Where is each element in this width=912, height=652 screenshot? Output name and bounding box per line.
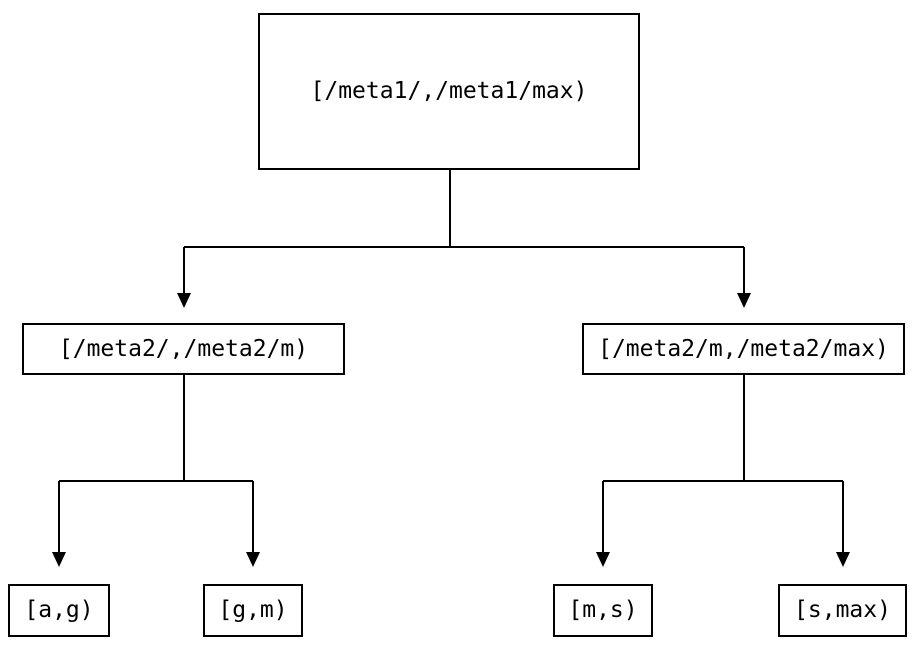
tree-node-label: [g,m): [218, 597, 288, 623]
tree-node-label: [a,g): [24, 597, 94, 623]
arrow-down-icon: [596, 552, 610, 567]
tree-node-leaf-smax: [s,max): [778, 584, 907, 637]
arrow-down-icon: [737, 293, 751, 308]
tree-node-label: [s,max): [794, 597, 891, 623]
tree-node-label: [/meta1/,/meta1/max): [310, 78, 588, 104]
arrow-down-icon: [246, 552, 260, 567]
arrow-down-icon: [836, 552, 850, 567]
tree-node-meta2-left: [/meta2/,/meta2/m): [22, 323, 345, 375]
tree-node-leaf-gm: [g,m): [203, 584, 303, 637]
tree-node-meta2-right: [/meta2/m,/meta2/max): [582, 323, 905, 375]
tree-node-leaf-ms: [m,s): [553, 584, 653, 637]
tree-node-label: [/meta2/m,/meta2/max): [598, 335, 889, 362]
arrow-down-icon: [52, 552, 66, 567]
tree-node-label: [m,s): [568, 597, 638, 623]
tree-node-leaf-ag: [a,g): [8, 584, 110, 637]
arrow-down-icon: [177, 293, 191, 308]
tree-node-label: [/meta2/,/meta2/m): [58, 335, 309, 362]
tree-node-root: [/meta1/,/meta1/max): [258, 13, 640, 170]
